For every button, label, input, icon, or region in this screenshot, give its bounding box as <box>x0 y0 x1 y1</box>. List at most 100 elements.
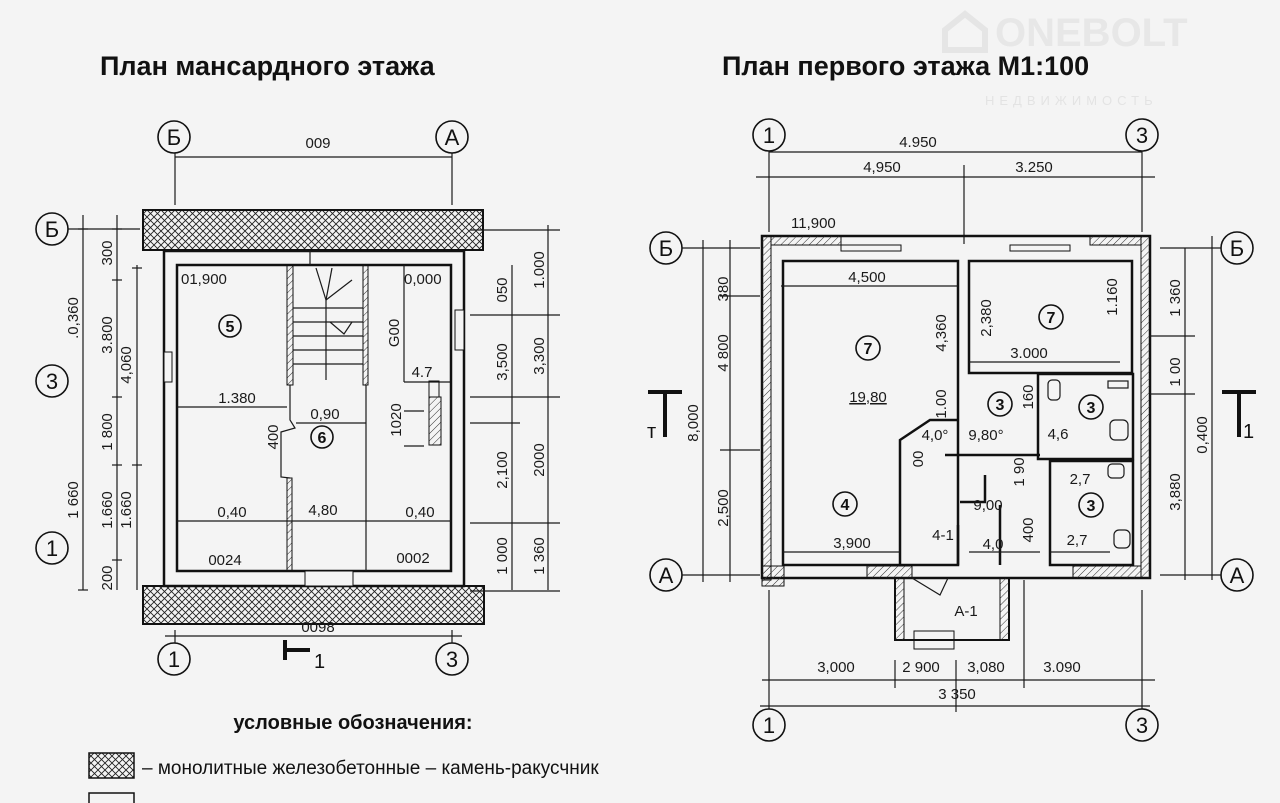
section-mark-icon <box>648 390 682 437</box>
dim-label: 1.160 <box>1104 278 1121 316</box>
walls <box>760 234 1152 650</box>
watermark-brand: ONEBOLT <box>995 11 1188 55</box>
dim-label: 200 <box>99 565 116 590</box>
dim-label: 4 800 <box>715 334 732 372</box>
dim-label: 3.090 <box>1043 659 1081 676</box>
watermark: ONEBOLT НЕДВИЖИМОСТЬ <box>942 10 1188 108</box>
dim-label: 4,0° <box>922 427 949 444</box>
dim-label: 3,880 <box>1167 473 1184 511</box>
axis-markers: 1 3 Б А Б А 1 3 <box>649 118 1254 742</box>
dim-label: 0098 <box>301 619 334 636</box>
dim-label: 3 350 <box>938 686 976 703</box>
dim-label: 1 00 <box>1167 357 1184 386</box>
dim-label: 2,380 <box>978 299 995 337</box>
axis-label: 1 <box>763 123 775 148</box>
room-number: 4 <box>841 497 850 514</box>
dim-label: 4,80 <box>308 502 337 519</box>
room-number: 3 <box>996 397 1005 414</box>
dim-label: 2,7 <box>1067 532 1088 549</box>
axis-label: Б <box>45 217 59 242</box>
dim-label: 1.660 <box>99 491 116 529</box>
dim-label: 4,950 <box>863 159 901 176</box>
dim-label: 8,000 <box>685 404 702 442</box>
legend-title: условные обозначения: <box>233 712 472 734</box>
dim-label: 4,360 <box>933 314 950 352</box>
dim-label: 3,900 <box>833 535 871 552</box>
staircase <box>293 267 363 380</box>
dim-label: 050 <box>494 277 511 302</box>
first-floor-plan: План первого этажа М1:100 1 3 Б А Б А 1 … <box>647 51 1256 742</box>
attic-plan: План мансардного этажа Б А Б 3 1 1 3 <box>35 51 560 676</box>
legend: условные обозначения: – монолитные желез… <box>88 712 599 803</box>
dim-label: 1.660 <box>118 491 135 529</box>
legend-swatch-plain <box>88 792 135 803</box>
axis-label: А <box>1230 563 1245 588</box>
dim-label: 3.000 <box>1010 345 1048 362</box>
dim-label: 4-1 <box>932 527 954 544</box>
section-label: 1 <box>314 651 325 673</box>
dim-label: 3,080 <box>967 659 1005 676</box>
dim-label: 1 360 <box>1167 279 1184 317</box>
dim-label: 1020 <box>388 403 405 436</box>
dim-label: 0024 <box>208 552 241 569</box>
dim-label: 160 <box>1020 384 1037 409</box>
area-label: 9,80° <box>968 427 1003 444</box>
dim-label: 0,000 <box>404 271 442 288</box>
dim-label: 0,40 <box>217 504 246 521</box>
dim-label: 1 90 <box>1011 457 1028 486</box>
dim-label: 3.800 <box>99 316 116 354</box>
dim-label: 4,0 <box>983 536 1004 553</box>
dim-label: 0,40 <box>405 504 434 521</box>
dim-label: 4,060 <box>118 346 135 384</box>
dim-label: 1 800 <box>99 413 116 451</box>
axis-label: 3 <box>446 647 458 672</box>
dim-label: 0002 <box>396 550 429 567</box>
axis-label: 1 <box>46 536 58 561</box>
dim-label: 1.000 <box>531 251 548 289</box>
dim-label: 400 <box>1020 517 1037 542</box>
axis-label: 3 <box>1136 123 1148 148</box>
dim-label: 0,90 <box>310 406 339 423</box>
dim-label: 400 <box>265 424 282 449</box>
dim-label: 009 <box>305 135 330 152</box>
sanitary-fixtures <box>1047 379 1131 549</box>
section-label: т <box>647 421 656 443</box>
dim-label: 3.250 <box>1015 159 1053 176</box>
axis-markers: Б А Б 3 1 1 3 <box>35 120 469 676</box>
dim-label: G00 <box>386 319 403 347</box>
axis-label: Б <box>659 236 673 261</box>
monolithic-slab <box>142 585 485 625</box>
first-floor-dimension-labels: 4.950 4,950 3.250 11,900 4,500 4,360 19,… <box>685 134 1211 703</box>
axis-label: 1 <box>168 647 180 672</box>
dim-label: 2,100 <box>494 451 511 489</box>
axis-label: Б <box>167 125 181 150</box>
axis-label: 1 <box>763 713 775 738</box>
dim-label: 3,000 <box>817 659 855 676</box>
room-number: 5 <box>226 319 235 336</box>
dim-label: 4,500 <box>848 269 886 286</box>
room-number: 7 <box>864 341 873 358</box>
legend-item: – монолитные железобетонные – камень-рак… <box>142 758 599 779</box>
room-number: 3 <box>1087 498 1096 515</box>
dimension-lines <box>702 236 1213 582</box>
room-number: 7 <box>1047 310 1056 327</box>
first-floor-title: План первого этажа М1:100 <box>722 51 1089 81</box>
dim-label: 4.950 <box>899 134 937 151</box>
dim-label: 9,00 <box>973 497 1002 514</box>
dim-label: 01,900 <box>181 271 227 288</box>
monolithic-slab <box>142 209 484 251</box>
area-label: 19,80 <box>849 389 887 406</box>
watermark-subtitle: НЕДВИЖИМОСТЬ <box>985 93 1158 108</box>
room-label: А-1 <box>954 603 977 620</box>
room-number: 3 <box>1087 400 1096 417</box>
dim-label: 4,6 <box>1048 426 1069 443</box>
room-number: 6 <box>318 430 327 447</box>
dim-label: 11,900 <box>791 215 836 232</box>
dim-label: 2,500 <box>715 489 732 527</box>
section-label: 1 <box>1243 421 1254 443</box>
dim-label: 2 900 <box>902 659 940 676</box>
section-mark-icon <box>1222 390 1256 437</box>
dim-label: 1 660 <box>65 481 82 519</box>
axis-label: А <box>659 563 674 588</box>
